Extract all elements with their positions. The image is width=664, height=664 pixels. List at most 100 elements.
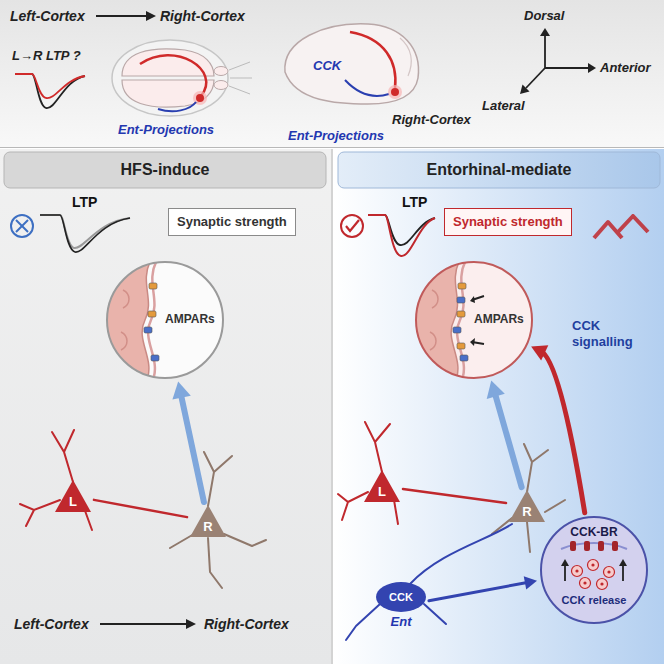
connector <box>429 576 537 601</box>
label-wrap: Ent-Projections <box>288 128 384 143</box>
connector-line <box>541 351 585 513</box>
cck-neuron: CCKEnt <box>376 582 426 630</box>
zoom-shape <box>144 327 152 333</box>
neuron-soma: L <box>55 480 91 512</box>
label-wrap: Right-Cortex <box>392 112 471 127</box>
receptor-shape <box>580 578 591 589</box>
arrow-head <box>524 576 537 589</box>
receptor-shape <box>565 565 623 581</box>
text-label: Dorsal <box>524 8 564 23</box>
dendrites-left <box>20 430 266 588</box>
zoom-shape <box>457 311 465 317</box>
label-wrap: LTP <box>72 194 97 210</box>
zoom-shape <box>430 290 438 350</box>
receptor-shape <box>575 569 578 572</box>
dendrites-right <box>338 422 398 524</box>
mouse-brain-dorsal <box>122 49 214 76</box>
node-text: CCK release <box>539 593 649 607</box>
mouse-brain-dorsal <box>112 40 228 116</box>
label-wrap: Ent-Projections <box>118 122 214 137</box>
mouse-brain-dorsal <box>229 86 250 94</box>
text-label: LTP <box>402 194 427 210</box>
arrow-head <box>487 381 505 399</box>
zoom-shape <box>457 343 465 349</box>
zoom-shape <box>457 297 465 303</box>
label-wrap: Right-Cortex <box>160 8 245 24</box>
text-label: Right-Cortex <box>160 8 245 24</box>
mouse-brain-dorsal <box>229 62 250 70</box>
panel-grounds <box>0 147 664 148</box>
mouse-brain-sagittal <box>388 85 402 99</box>
soma-shape <box>190 505 226 537</box>
zoom-shape <box>105 260 151 380</box>
zoom-shape <box>460 355 468 361</box>
edge-label: CCK signalling <box>572 318 654 350</box>
zoom-shape <box>414 260 460 380</box>
panel-grounds <box>0 0 664 147</box>
receptor-shape <box>583 581 586 584</box>
zoom-shape <box>453 327 461 333</box>
connector <box>487 381 522 488</box>
dendrites-left <box>170 452 266 588</box>
receptor-shape <box>600 582 603 585</box>
text-label: Right-Cortex <box>204 616 289 632</box>
node-text: R <box>190 520 226 534</box>
label-wrap: Left-Cortex <box>14 616 89 632</box>
receptor-shape <box>561 559 569 566</box>
mouse-brain-dorsal <box>140 55 206 96</box>
ltp-question-trace <box>15 74 85 108</box>
ltp-trace-left <box>40 215 130 252</box>
receptor-shape <box>584 541 590 551</box>
mouse-brain-sagittal <box>400 38 411 76</box>
connector-line <box>94 500 187 517</box>
ltp-trace-left <box>40 215 130 248</box>
mouse-brain-dorsal <box>122 80 214 107</box>
panel-grounds <box>333 149 664 664</box>
soma-shape <box>364 470 400 502</box>
mouse-brain-dorsal <box>214 67 228 76</box>
label-wrap: CCK signalling <box>572 318 654 350</box>
axis-arrows <box>526 68 545 88</box>
label-wrap: Anterior <box>600 60 651 75</box>
zoom-shape <box>457 260 466 380</box>
ltp-success-icon <box>346 220 359 231</box>
soma-shape <box>376 582 426 612</box>
connector-line <box>181 393 204 502</box>
zoom-shape <box>121 290 129 350</box>
text-label: Ent-Projections <box>288 128 384 143</box>
title-arrows <box>146 11 156 21</box>
receptor-shape <box>607 570 610 573</box>
zoom-shape <box>149 283 157 289</box>
title-arrows <box>96 15 146 17</box>
receptor-shape <box>604 567 615 578</box>
zoom-shape <box>416 262 532 378</box>
axis-arrows <box>520 28 596 94</box>
zoom-circle: AMPARs <box>414 260 534 380</box>
mouse-brain-dorsal <box>214 81 228 90</box>
node-text: L <box>364 485 400 499</box>
ltp-trace-right <box>368 215 435 245</box>
panel-band: HFS-induceSynaptic strengthAMPARsLR <box>0 150 330 664</box>
strength-box: Synaptic strength <box>444 208 572 236</box>
text-label: Ent-Projections <box>118 122 214 137</box>
mouse-brain-sagittal <box>350 32 395 88</box>
text-label: LTP <box>72 194 97 210</box>
dendrites-left <box>20 430 92 530</box>
connector <box>172 382 204 502</box>
label-wrap: CCK <box>313 58 341 73</box>
zoom-circle: AMPARs <box>105 260 225 380</box>
soma-shape <box>509 490 545 522</box>
receptor-shape <box>591 563 594 566</box>
increase-chevrons <box>618 216 648 232</box>
text-label: Anterior <box>600 60 651 75</box>
receptor-shape <box>572 566 583 577</box>
receptor-shape <box>619 559 627 566</box>
mouse-brain-sagittal <box>285 24 419 104</box>
receptor-circle: CCK-BRCCK release <box>539 515 649 625</box>
text-label: Right-Cortex <box>392 112 471 127</box>
zoom-shape <box>107 262 223 378</box>
label-wrap: Left-Cortex <box>10 8 85 24</box>
ltp-question-trace <box>15 74 85 98</box>
ltp-trace-right <box>368 215 435 256</box>
